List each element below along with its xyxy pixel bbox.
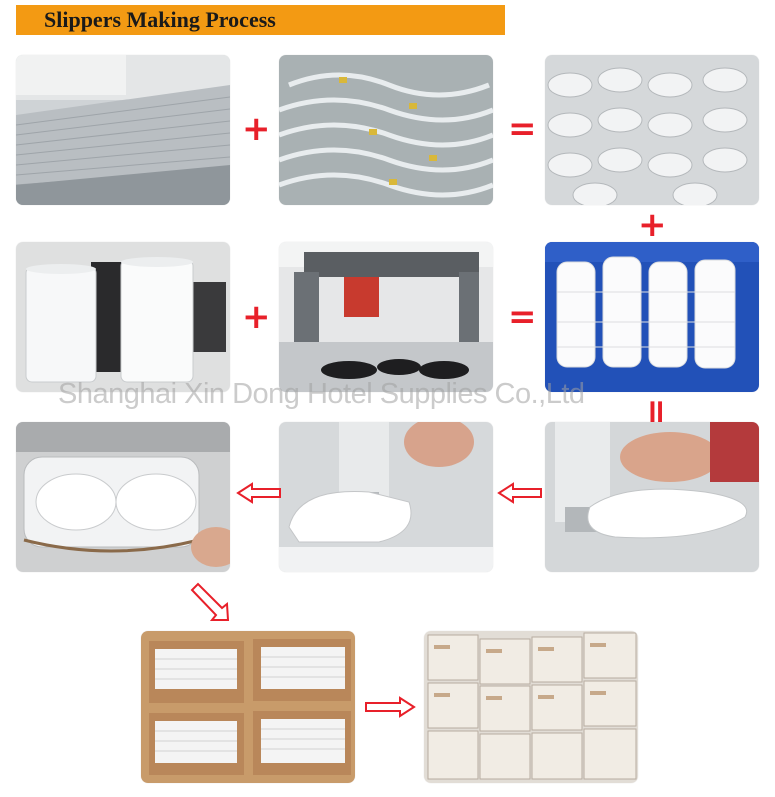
stacked-cartons-icon bbox=[424, 631, 638, 783]
packaging-bag-icon bbox=[16, 422, 230, 572]
equals-operator: = bbox=[508, 109, 537, 149]
foam-soles-crate-icon bbox=[545, 242, 759, 392]
cut-slipper-uppers-icon bbox=[545, 55, 759, 205]
sewing-sole-icon bbox=[545, 422, 759, 572]
die-cutting-machine-icon bbox=[279, 242, 493, 392]
page-title: Slippers Making Process bbox=[44, 7, 276, 32]
plus-operator-down: + bbox=[638, 205, 667, 245]
mesh-fabric-stack-icon bbox=[16, 55, 230, 205]
arrow-right-icon bbox=[365, 696, 416, 718]
equals-operator-row2: = bbox=[508, 297, 537, 337]
title-bar: Slippers Making Process bbox=[16, 5, 505, 35]
slipper-binding-strips-icon bbox=[279, 55, 493, 205]
arrow-left-icon-2 bbox=[497, 482, 542, 504]
packed-boxes-icon bbox=[141, 631, 355, 783]
arrow-down-right-icon bbox=[190, 582, 230, 621]
plus-operator-row2: + bbox=[242, 297, 271, 337]
arrow-left-icon bbox=[236, 482, 281, 504]
foam-rolls-icon bbox=[16, 242, 230, 392]
watermark: Shanghai Xin Dong Hotel Supplies Co.,Ltd bbox=[58, 378, 585, 410]
sewing-slipper-icon bbox=[279, 422, 493, 572]
plus-operator: + bbox=[242, 109, 271, 149]
